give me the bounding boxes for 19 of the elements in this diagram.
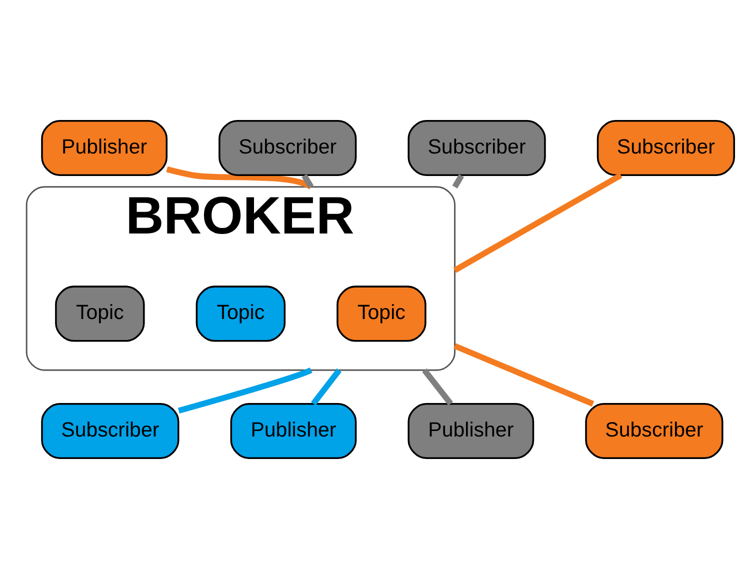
node-box: Topic xyxy=(55,285,145,342)
node-box: Publisher xyxy=(408,402,534,459)
node-box: Subscriber xyxy=(408,119,546,176)
node-box: Subscriber xyxy=(218,119,357,176)
connector xyxy=(454,342,594,406)
connector xyxy=(453,172,622,272)
connector xyxy=(166,166,312,189)
connector xyxy=(422,368,453,405)
node-box: Topic xyxy=(196,285,286,342)
node-box: Subscriber xyxy=(41,402,180,459)
node-box: Subscriber xyxy=(596,119,735,176)
connector xyxy=(178,366,312,413)
connector xyxy=(302,173,314,188)
node-box: Publisher xyxy=(230,402,357,459)
connector xyxy=(452,174,464,188)
node-box: Publisher xyxy=(41,119,168,176)
node-box: Subscriber xyxy=(585,402,724,459)
node-box: Topic xyxy=(336,285,426,342)
connector xyxy=(311,368,342,405)
